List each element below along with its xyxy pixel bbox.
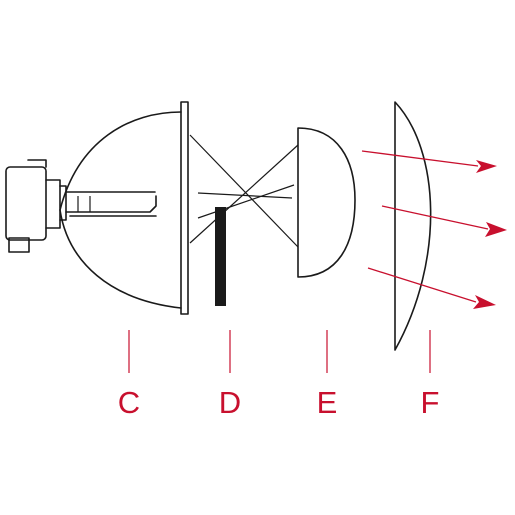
reflector-rim bbox=[180, 101, 189, 315]
label-f: F bbox=[421, 385, 440, 420]
projection-lens bbox=[297, 127, 356, 278]
shield-plate bbox=[215, 207, 226, 306]
internal-rays bbox=[189, 134, 299, 248]
bulb-socket bbox=[5, 159, 67, 253]
reflector bbox=[59, 111, 182, 309]
output-rays bbox=[361, 150, 507, 309]
label-c: C bbox=[118, 385, 140, 420]
label-d: D bbox=[219, 385, 241, 420]
leader-lines bbox=[128, 330, 431, 373]
bulb-filament bbox=[65, 191, 157, 217]
label-e: E bbox=[317, 385, 338, 420]
outer-cover-lens bbox=[394, 101, 432, 351]
